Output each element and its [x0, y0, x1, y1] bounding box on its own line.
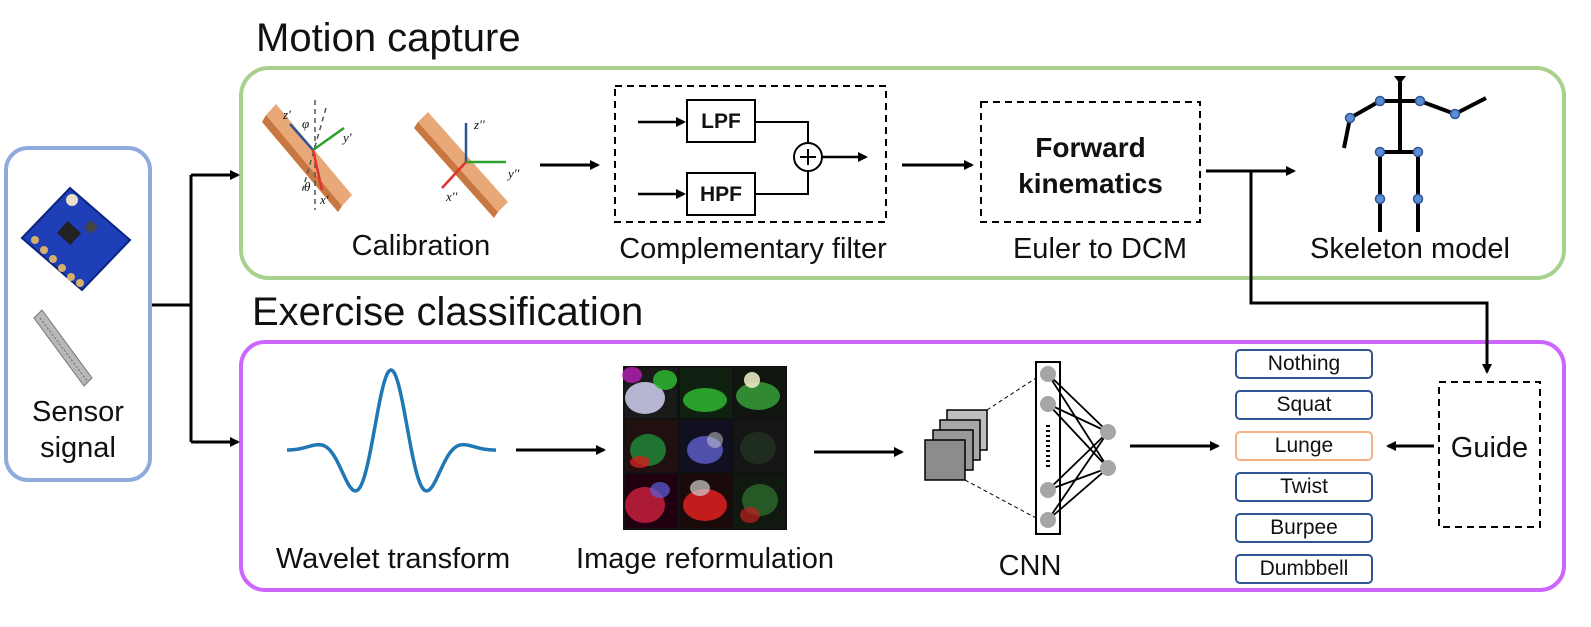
exercise-class-squat: Squat	[1235, 390, 1373, 420]
hpf-label: HPF	[700, 183, 742, 206]
guide-label: Guide	[1450, 432, 1529, 464]
axis-label-z1: z'	[283, 107, 291, 122]
cnn-label: CNN	[998, 550, 1062, 582]
euler-to-dcm-label: Euler to DCM	[1012, 233, 1188, 265]
exercise-class-burpee: Burpee	[1235, 513, 1373, 543]
sensor-panel	[4, 146, 152, 482]
motion-capture-title: Motion capture	[256, 16, 521, 60]
guide-box	[1438, 381, 1541, 528]
forward-kinematics-line1: Forward	[1035, 132, 1146, 163]
calibration-board-rotated	[262, 100, 352, 212]
forward-kinematics-box	[980, 101, 1201, 223]
lpf-block	[686, 99, 756, 143]
sensor-label-line1: Sensor	[32, 396, 124, 428]
wavelet-transform-label: Wavelet transform	[275, 543, 511, 575]
forward-kinematics-line2: kinematics	[1018, 168, 1163, 199]
axis-label-theta: θ	[304, 179, 311, 194]
exercise-class-twist: Twist	[1235, 472, 1373, 502]
exercise-class-lunge: Lunge	[1235, 431, 1373, 461]
imu-board-image	[20, 186, 132, 292]
wavelet-curve	[286, 368, 496, 493]
exercise-class-nothing: Nothing	[1235, 349, 1373, 379]
complementary-filter-box	[614, 85, 887, 223]
axis-label-x1: x'	[320, 192, 329, 207]
calibration-label: Calibration	[351, 230, 491, 262]
exercise-class-dumbbell: Dumbbell	[1235, 554, 1373, 584]
cnn-illustration	[924, 361, 1116, 535]
axis-label-y1: y'	[343, 130, 352, 145]
flex-sensor-image	[33, 309, 93, 387]
complementary-filter-label: Complementary filter	[619, 233, 887, 265]
sensor-label-line2: signal	[40, 432, 116, 464]
exercise-classification-title: Exercise classification	[252, 290, 644, 334]
image-reformulation-label: Image reformulation	[576, 543, 834, 575]
axis-label-phi: φ	[302, 116, 310, 131]
motion-capture-panel	[239, 66, 1566, 280]
axis-label-y2: y''	[508, 166, 520, 181]
reformulated-image	[622, 366, 787, 530]
axis-label-z2: z''	[474, 117, 485, 132]
exercise-classification-panel	[239, 340, 1566, 592]
skeleton-model-label: Skeleton model	[1310, 233, 1510, 265]
arrow-kinematics-to-guide	[1249, 171, 1492, 374]
axis-label-x2: x''	[446, 189, 458, 204]
lpf-label: LPF	[701, 110, 741, 133]
calibration-board-aligned	[414, 112, 508, 218]
skeleton-joints	[1344, 95, 1461, 205]
